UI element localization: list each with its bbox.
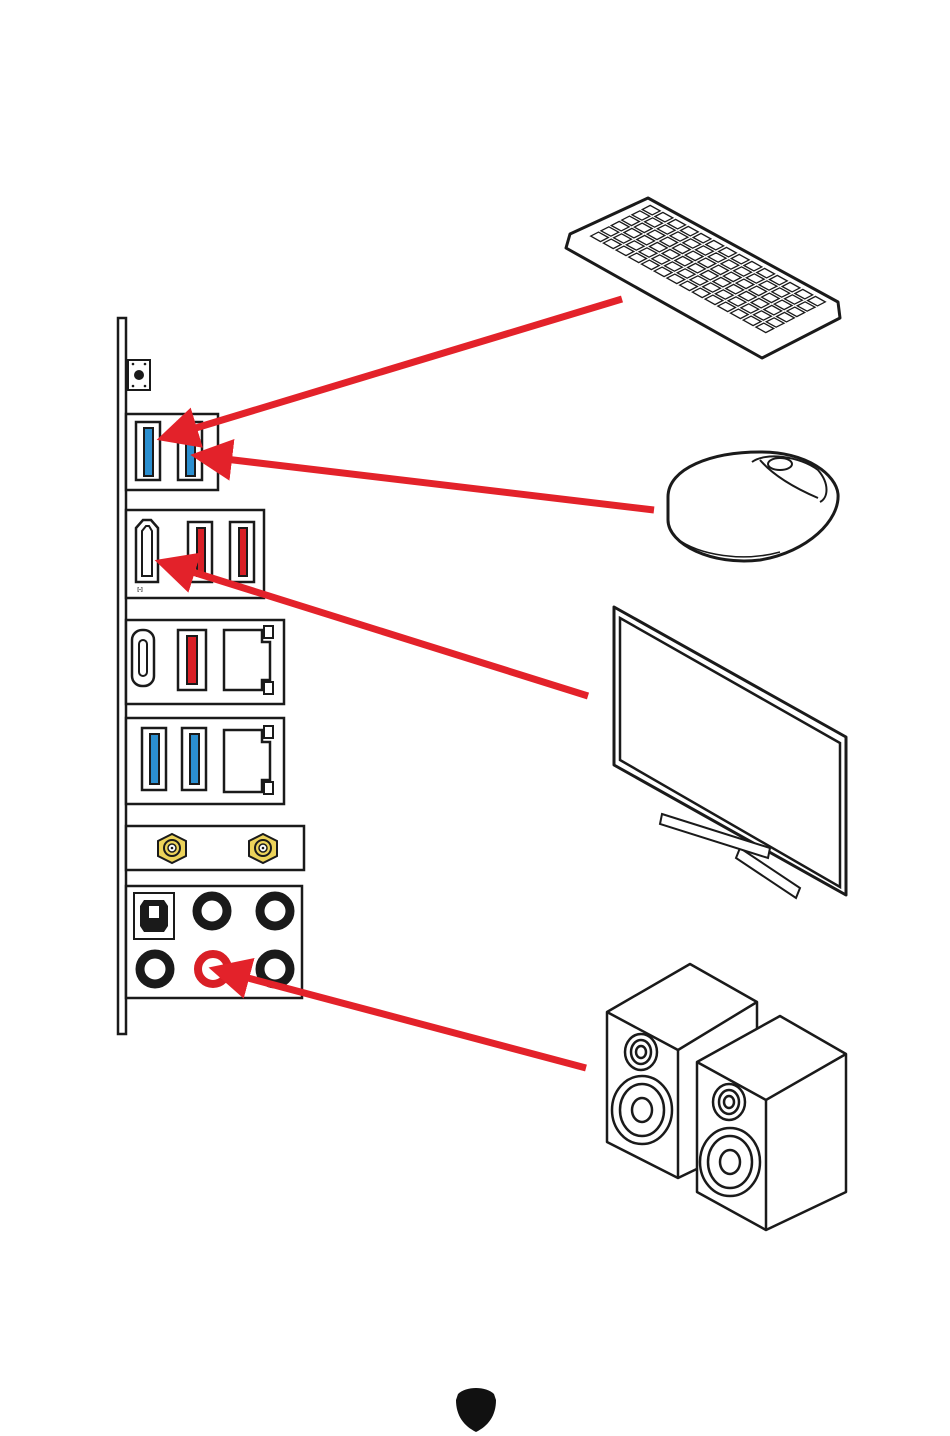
usb-port-blue (182, 728, 206, 790)
optical-spdif-port (134, 893, 174, 939)
usb-port-blue (142, 728, 166, 790)
mouse-icon (668, 452, 838, 561)
usb-c-port (132, 630, 154, 686)
shield-logo-icon (456, 1388, 496, 1432)
usbc-lan-group (126, 620, 284, 704)
arrow-keyboard-to-usb (166, 299, 622, 437)
wifi-antenna-connector (249, 834, 277, 863)
monitor-icon (614, 607, 846, 898)
usb-port-blue (136, 422, 160, 480)
hdmi-port: ℍ (136, 520, 158, 594)
svg-text:ℍ: ℍ (137, 586, 143, 594)
audio-jack (260, 896, 290, 926)
audio-jack (197, 896, 227, 926)
lan-port (224, 626, 273, 694)
usb-port-red (178, 630, 206, 690)
clear-cmos-button (128, 360, 150, 390)
keyboard-icon (566, 198, 840, 358)
arrow-mouse-to-usb (200, 456, 654, 510)
lan-port (224, 726, 273, 794)
audio-jack (140, 954, 170, 984)
usb-port-red (230, 522, 254, 582)
speakers-icon (607, 964, 846, 1230)
audio-group (126, 886, 302, 998)
wifi-antenna-connector (158, 834, 186, 863)
usb-lan-group (126, 718, 284, 804)
antenna-group (126, 826, 304, 870)
arrow-speakers-to-audio (218, 970, 586, 1068)
